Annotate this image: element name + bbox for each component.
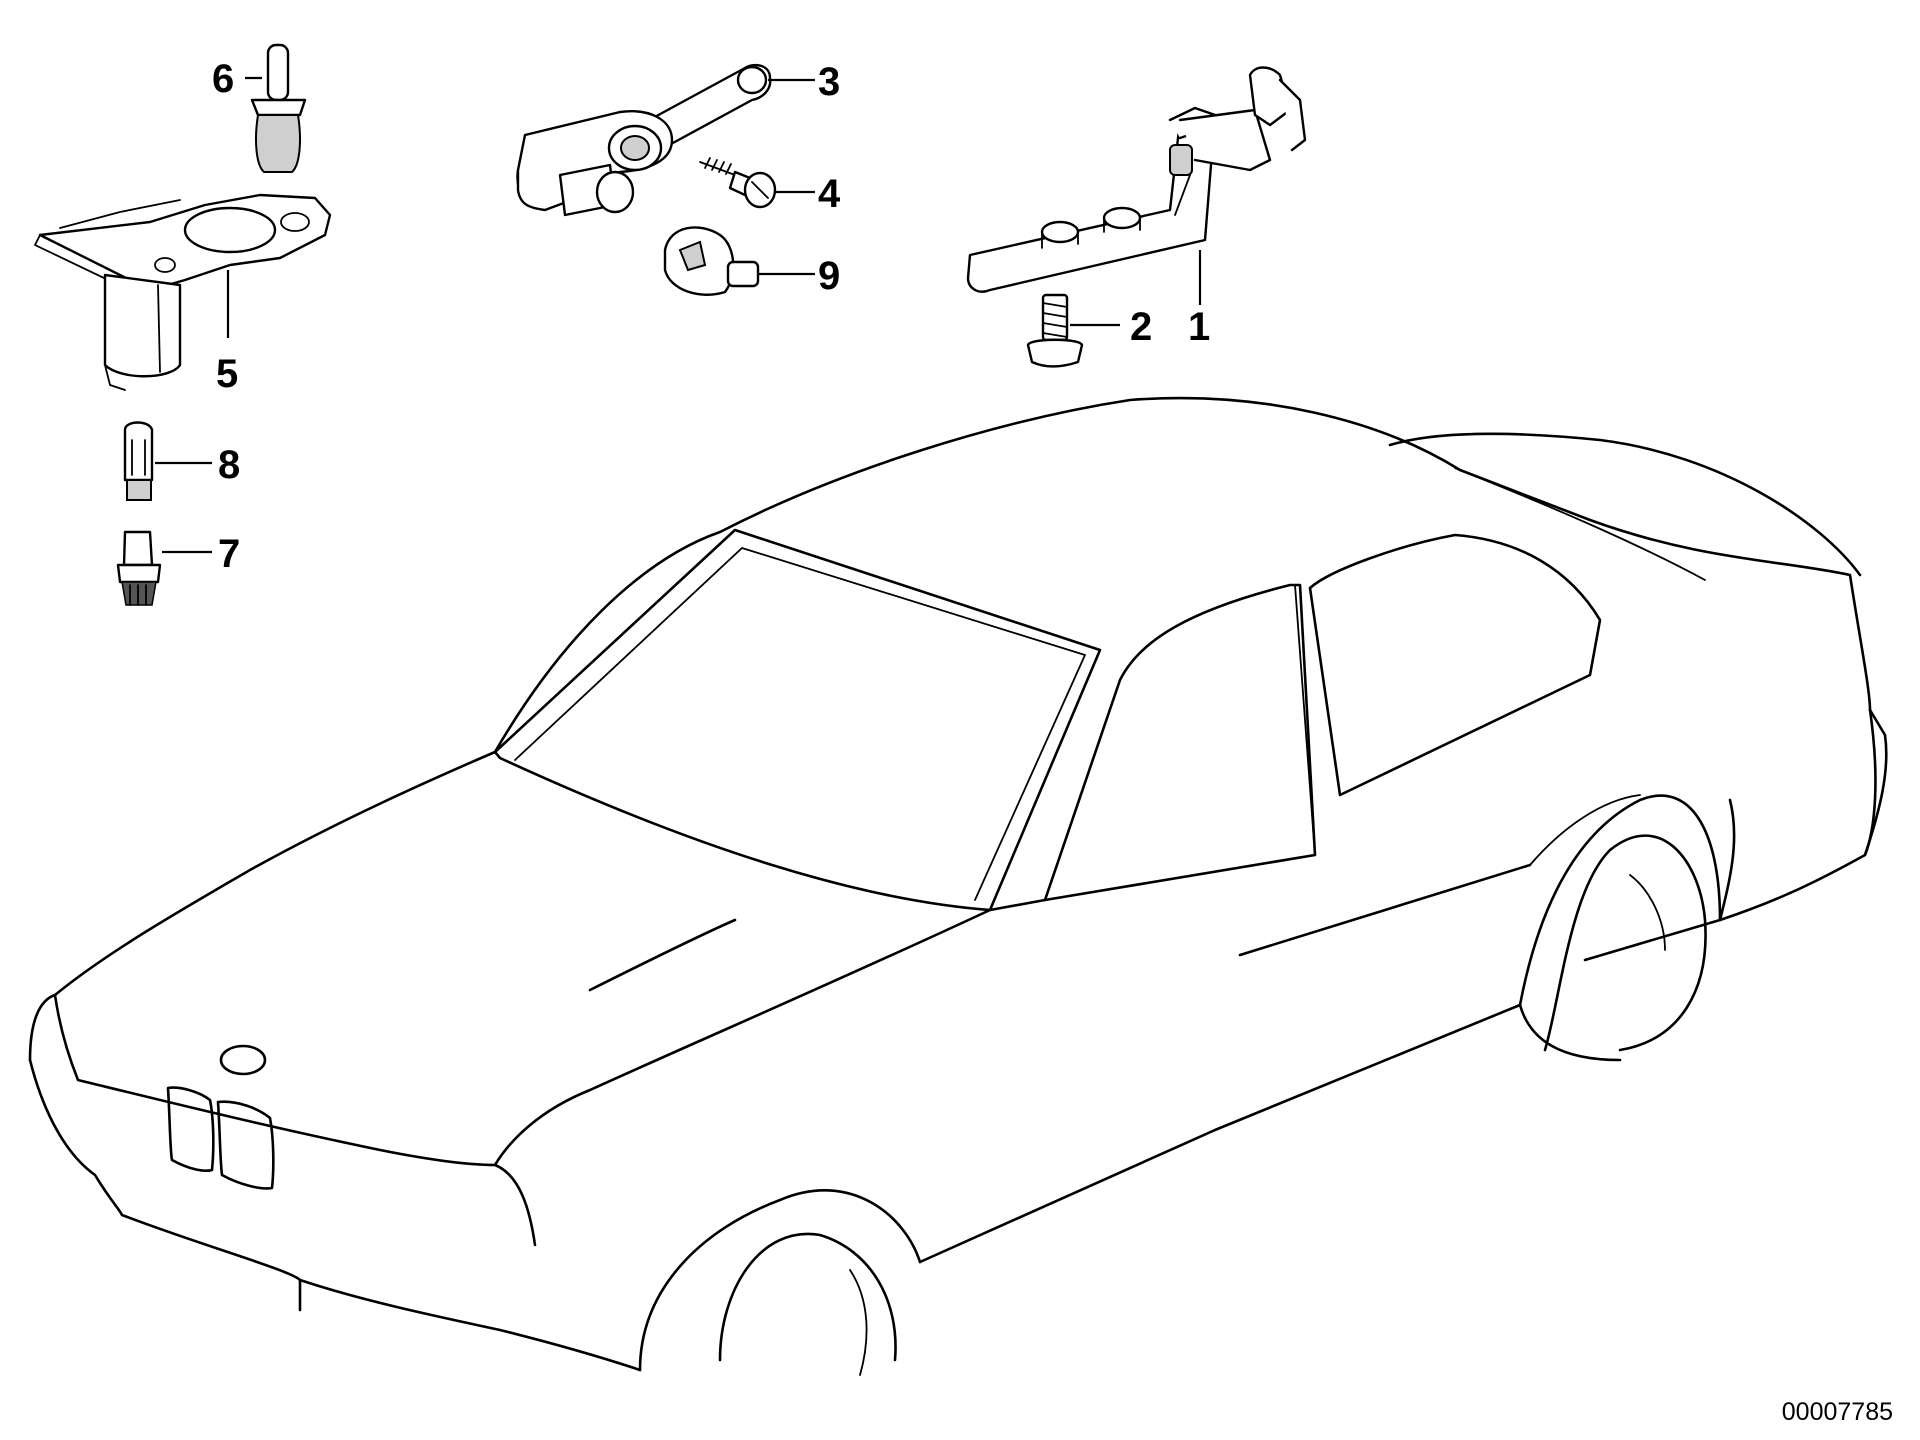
leader-lines: [155, 76, 1202, 554]
callout-8: 8: [218, 443, 240, 487]
callout-2: 2: [1130, 305, 1152, 349]
callout-3: 3: [818, 60, 840, 104]
callout-1: 1: [1188, 305, 1210, 349]
part-2-bolt: [1026, 293, 1084, 368]
part-6-pin: [250, 43, 307, 173]
callout-4: 4: [818, 172, 841, 216]
callout-5: 5: [216, 352, 238, 396]
callout-6: 6: [212, 57, 234, 101]
part-4-screw: [699, 157, 777, 209]
callout-9: 9: [818, 254, 840, 298]
car-outline: [28, 396, 1888, 1376]
part-3-arm: [516, 63, 772, 217]
diagram-number: 00007785: [1782, 1398, 1893, 1426]
part-1-bracket: [966, 66, 1307, 293]
part-7-socket: [116, 530, 162, 606]
part-9-bushing: [663, 226, 760, 296]
callout-7: 7: [218, 532, 240, 576]
part-5-lamp-housing: [34, 193, 332, 391]
part-8-bulb: [123, 421, 154, 501]
